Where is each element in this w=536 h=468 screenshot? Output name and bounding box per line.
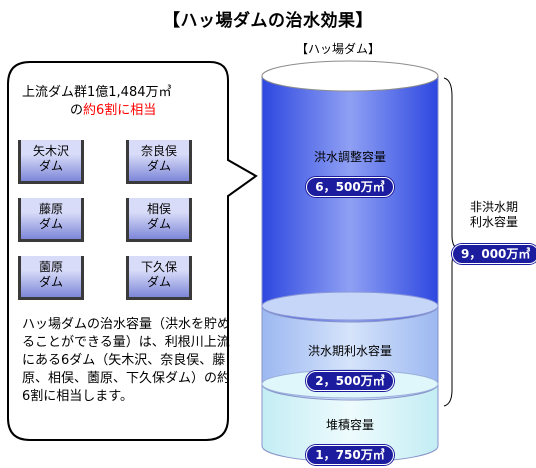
dam-name: 相俣 bbox=[146, 202, 171, 216]
dam-card-shimokubo: 下久保 ダム bbox=[126, 256, 192, 300]
bubble-line2-prefix: の bbox=[70, 103, 84, 118]
flood-control-segment bbox=[261, 75, 439, 323]
dam-card-sonohara: 薗原 ダム bbox=[18, 256, 84, 300]
dam-name: 藤原 bbox=[38, 202, 63, 216]
sediment-value: 1，750万㎥ bbox=[306, 445, 394, 465]
dam-card-aimata: 相俣 ダム bbox=[126, 198, 192, 242]
bubble-description: ハッ場ダムの治水容量（洪水を貯めることができる量）は、利根川上流にある6ダム（矢… bbox=[22, 317, 231, 404]
flood-period-water-use-value: 2，500万㎥ bbox=[306, 371, 394, 391]
bubble-line2-highlight: 約6割に相当 bbox=[83, 103, 157, 118]
sediment-segment bbox=[261, 383, 439, 463]
dam-card-yagisawa: 矢木沢 ダム bbox=[18, 140, 84, 184]
dam-name: 薗原 bbox=[38, 260, 63, 274]
flood-period-water-use-value-wrap: 2，500万㎥ bbox=[0, 370, 536, 391]
dam-suffix: ダム bbox=[146, 217, 171, 231]
dam-suffix: ダム bbox=[38, 217, 63, 231]
flood-control-value: 6，500万㎥ bbox=[306, 177, 394, 197]
side-label-line2: 利水容量 bbox=[469, 215, 518, 229]
non-flood-water-use-value-wrap: 9，000万㎥ bbox=[452, 243, 536, 264]
bubble-heading: 上流ダム群1億1,484万㎥ の約6割に相当 bbox=[22, 84, 232, 120]
brace bbox=[443, 77, 461, 407]
side-label-line1: 非洪水期 bbox=[469, 200, 518, 214]
dam-name: 奈良俣 bbox=[140, 144, 177, 158]
dam-card-fujiwara: 藤原 ダム bbox=[18, 198, 84, 242]
non-flood-water-use-value: 9，000万㎥ bbox=[452, 244, 536, 264]
flood-control-label: 洪水調整容量 bbox=[313, 150, 386, 164]
cylinder-top-ellipse bbox=[261, 60, 439, 92]
dam-card-naramata: 奈良俣 ダム bbox=[126, 140, 192, 184]
cylinder-title: 【ハッ場ダム】 bbox=[295, 42, 380, 56]
bubble-line2: の約6割に相当 bbox=[22, 102, 232, 120]
sediment-value-wrap: 1，750万㎥ bbox=[0, 444, 536, 465]
dam-suffix: ダム bbox=[38, 275, 63, 289]
dam-suffix: ダム bbox=[146, 159, 171, 173]
segment-boundary-ellipse bbox=[261, 291, 439, 321]
dam-suffix: ダム bbox=[38, 159, 63, 173]
flood-control-value-wrap: 6，500万㎥ bbox=[0, 176, 536, 197]
dam-suffix: ダム bbox=[146, 275, 171, 289]
non-flood-water-use-label: 非洪水期 利水容量 bbox=[454, 200, 534, 230]
flood-period-water-use-label: 洪水期利水容量 bbox=[307, 344, 392, 358]
bubble-line1: 上流ダム群1億1,484万㎥ bbox=[22, 85, 172, 100]
dam-name: 矢木沢 bbox=[32, 144, 69, 158]
dam-name: 下久保 bbox=[140, 260, 177, 274]
page-title: 【ハッ場ダムの治水効果】 bbox=[163, 11, 373, 31]
sediment-label: 堆積容量 bbox=[325, 418, 374, 432]
